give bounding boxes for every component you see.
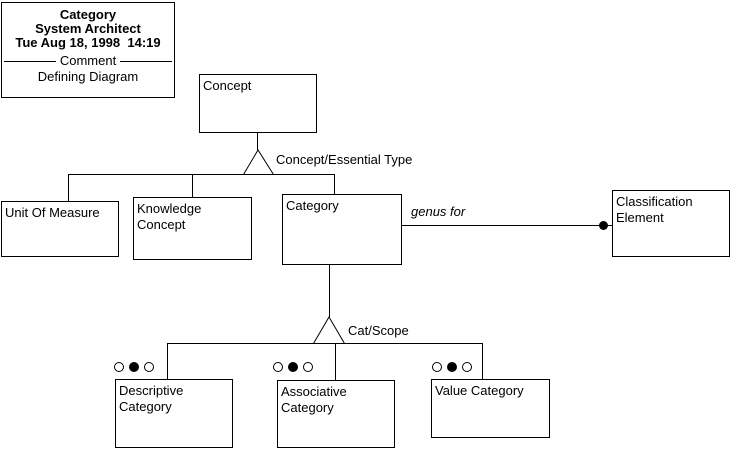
node-label: Value Category: [435, 383, 524, 398]
diagram-header-box[interactable]: Category System Architect Tue Aug 18, 19…: [1, 2, 175, 98]
filled-circle-icon: [288, 362, 298, 372]
subtype-triangle-icon[interactable]: [243, 149, 275, 175]
filled-circle-icon: [129, 362, 139, 372]
connector-drop-associative-category[interactable]: [335, 344, 336, 380]
empty-circle-icon: [462, 362, 472, 372]
node-category[interactable]: Category: [282, 194, 402, 265]
node-label: Unit Of Measure: [5, 205, 100, 220]
empty-circle-icon: [114, 362, 124, 372]
header-diagram-type: Defining Diagram: [37, 69, 139, 84]
state-markers-value-category: [432, 362, 472, 372]
comment-divider-label: Comment: [59, 53, 117, 68]
divider-line-right: [120, 60, 173, 62]
connector-category-stem[interactable]: [329, 265, 330, 317]
header-timestamp: Tue Aug 18, 1998 14:19: [15, 35, 161, 50]
relationship-label-cat-scope: Cat/Scope: [348, 323, 409, 338]
filled-circle-icon: [447, 362, 457, 372]
node-associative-category[interactable]: Associative Category: [277, 380, 395, 448]
node-descriptive-category[interactable]: Descriptive Category: [115, 379, 233, 448]
node-value-category[interactable]: Value Category: [431, 379, 550, 438]
empty-circle-icon: [144, 362, 154, 372]
empty-circle-icon: [432, 362, 442, 372]
empty-circle-icon: [303, 362, 313, 372]
node-label: Descriptive Category: [119, 383, 184, 414]
node-label: Associative Category: [281, 384, 347, 415]
divider-line-left: [4, 60, 56, 62]
node-unit-of-measure[interactable]: Unit Of Measure: [1, 201, 119, 257]
node-classification-element[interactable]: Classification Element: [612, 190, 730, 257]
node-label: Category: [286, 198, 339, 213]
connector-drop-value-category[interactable]: [482, 344, 483, 379]
connector-drop-knowledge-concept[interactable]: [192, 175, 193, 197]
node-label: Knowledge Concept: [137, 201, 202, 232]
relationship-label-concept-essential-type: Concept/Essential Type: [276, 152, 413, 167]
connector-drop-descriptive-category[interactable]: [167, 344, 168, 379]
state-markers-associative-category: [273, 362, 313, 372]
comment-divider: Comment: [4, 53, 173, 68]
header-title: Category: [59, 7, 117, 22]
node-label: Classification Element: [616, 194, 693, 225]
node-knowledge-concept[interactable]: Knowledge Concept: [133, 197, 252, 260]
connector-drop-unit-of-measure[interactable]: [68, 175, 69, 201]
relationship-label-genus-for: genus for: [411, 204, 466, 219]
connector-concept-stem[interactable]: [257, 133, 258, 150]
state-markers-descriptive-category: [114, 362, 154, 372]
connector-genus-for[interactable]: [402, 225, 612, 226]
connector-tier1-bus[interactable]: [68, 174, 335, 175]
node-label: Concept: [203, 78, 252, 93]
header-app-name: System Architect: [35, 21, 141, 36]
connector-drop-category[interactable]: [334, 175, 335, 194]
connector-tier2-bus[interactable]: [167, 343, 483, 344]
node-concept[interactable]: Concept: [199, 74, 317, 133]
subtype-triangle-icon[interactable]: [313, 316, 346, 344]
empty-circle-icon: [273, 362, 283, 372]
relation-endpoint-dot-icon: [599, 221, 608, 230]
